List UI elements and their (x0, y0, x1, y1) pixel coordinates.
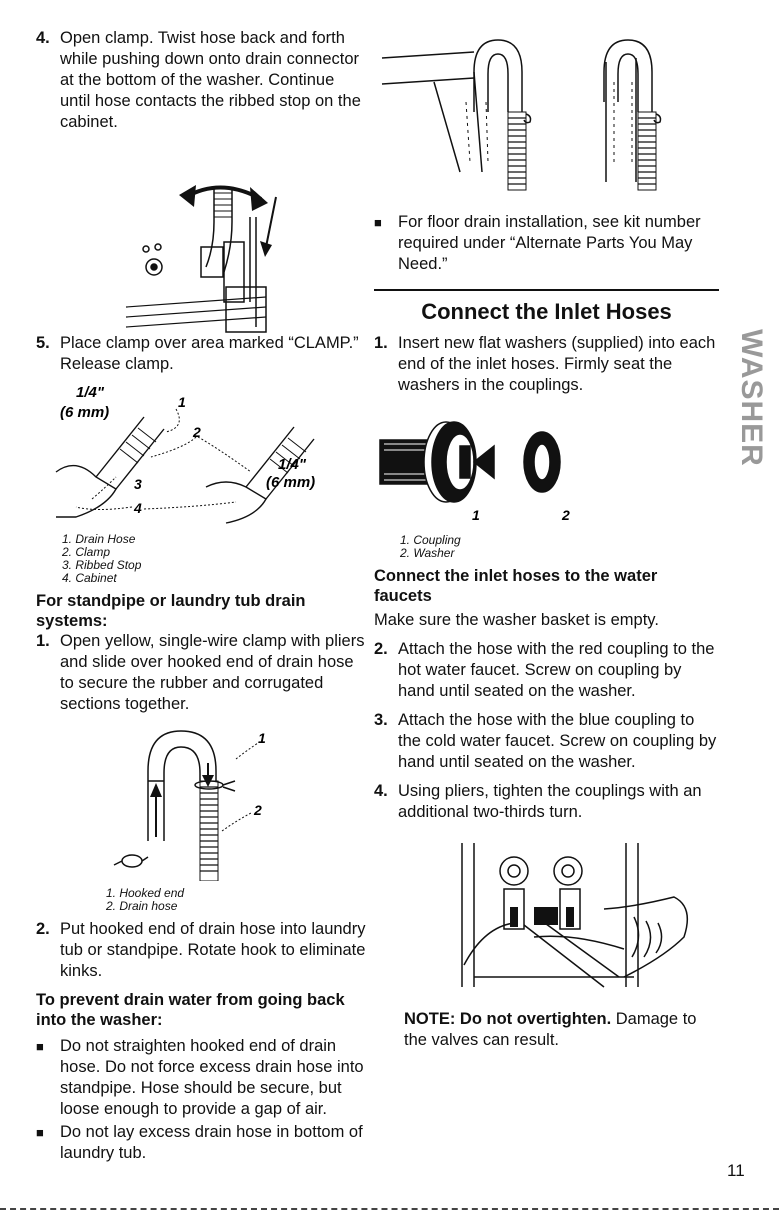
floor-drain-bullet: ■ For floor drain installation, see kit … (374, 212, 719, 275)
legend-item: 4. Cabinet (62, 571, 117, 585)
prevent-backflow-heading: To prevent drain water from going back i… (36, 991, 345, 1029)
callout-2: 2 (253, 802, 262, 818)
page-number: 11 (727, 1161, 745, 1180)
figure-coupling-washer: 1 2 (379, 421, 570, 523)
legend-drain: 1. Drain Hose 2. Clamp 3. Ribbed Stop 4.… (62, 533, 366, 585)
dimension-top-mm: (6 mm) (60, 404, 109, 421)
step-text: Attach the hose with the red coupling to… (398, 640, 715, 700)
page-bottom-border (0, 1208, 779, 1210)
inlet-step-3: 3. Attach the hose with the blue couplin… (374, 710, 719, 773)
legend-item: 2. Washer (400, 546, 455, 560)
step-5-place-clamp: 5. Place clamp over area marked “CLAMP.”… (36, 333, 366, 375)
inlet-step-2: 2. Attach the hose with the red coupling… (374, 639, 719, 702)
step-number: 5. (36, 334, 50, 352)
step-number: 1. (374, 334, 388, 352)
figure-hose-twist (125, 185, 277, 333)
figure-drain-hose-standpipe (381, 39, 662, 191)
section-title: Connect the Inlet Hoses (421, 299, 672, 324)
callout-2: 2 (192, 424, 201, 440)
dimension-right-mm: (6 mm) (266, 474, 315, 491)
bullet-text: Do not lay excess drain hose in bottom o… (60, 1123, 363, 1162)
black-square-icon: ■ (36, 1125, 44, 1140)
note-label: NOTE: Do not overtighten. (404, 1010, 612, 1028)
black-square-icon: ■ (36, 1039, 44, 1054)
step-number: 4. (36, 29, 50, 47)
inlet-step-4: 4. Using pliers, tighten the couplings w… (374, 781, 719, 823)
callout-4: 4 (133, 500, 142, 516)
faucets-heading: Connect the inlet hoses to the water fau… (374, 567, 658, 605)
step-number: 2. (374, 640, 388, 658)
legend-item: 2. Drain hose (106, 899, 178, 913)
callout-2: 2 (561, 507, 570, 523)
standpipe-heading: For standpipe or laundry tub drain syste… (36, 592, 306, 630)
step-text: Attach the hose with the blue coupling t… (398, 711, 717, 771)
step-text: Place clamp over area marked “CLAMP.” Re… (60, 334, 359, 373)
right-column: ■ For floor drain installation, see kit … (374, 22, 719, 1051)
standpipe-step-1: 1. Open yellow, single-wire clamp with p… (36, 631, 366, 715)
dimension-top: 1/4" (76, 384, 105, 401)
legend-item: 3. Ribbed Stop (62, 558, 142, 572)
standpipe-step-2: 2. Put hooked end of drain hose into lau… (36, 919, 366, 982)
legend-item: 1. Drain Hose (62, 532, 136, 546)
legend-item: 1. Hooked end (106, 886, 185, 900)
inlet-step-1: 1. Insert new flat washers (supplied) in… (374, 333, 719, 396)
section-side-tab: WASHER (732, 329, 770, 467)
left-column: 4. Open clamp. Twist hose back and forth… (36, 28, 366, 1164)
callout-1: 1 (178, 394, 186, 410)
section-divider (374, 289, 719, 291)
side-tab-label: WASHER (735, 329, 768, 467)
legend-item: 1. Coupling (400, 533, 461, 547)
figure-hooked-end: 1 2 (113, 730, 266, 881)
step-number: 4. (374, 782, 388, 800)
legend-hooked: 1. Hooked end 2. Drain hose (106, 887, 366, 913)
callout-1: 1 (258, 730, 266, 746)
dimension-right: 1/4" (278, 456, 307, 473)
step-text: Using pliers, tighten the couplings with… (398, 782, 702, 821)
step-number: 2. (36, 920, 50, 938)
figure-clamp-placement: 1/4" (6 mm) 1/4" (6 mm) 1 2 3 4 (55, 384, 315, 524)
step-number: 3. (374, 711, 388, 729)
step-number: 1. (36, 632, 50, 650)
callout-1: 1 (472, 507, 480, 523)
note-overtighten: NOTE: Do not overtighten. Damage to the … (404, 1009, 719, 1051)
step-text: Insert new flat washers (supplied) into … (398, 334, 716, 394)
note-text: Damage to the valves can result. (404, 1010, 697, 1049)
bullet-item: ■ Do not straighten hooked end of drain … (36, 1036, 366, 1120)
empty-basket-text: Make sure the washer basket is empty. (374, 611, 659, 629)
bullet-text: For floor drain installation, see kit nu… (398, 213, 701, 273)
bullet-text: Do not straighten hooked end of drain ho… (60, 1037, 364, 1118)
bullet-item: ■ Do not lay excess drain hose in bottom… (36, 1122, 366, 1164)
step-text: Open yellow, single-wire clamp with plie… (60, 632, 365, 713)
step-text: Open clamp. Twist hose back and forth wh… (60, 29, 361, 131)
figure-pliers-tightening (461, 843, 689, 988)
legend-coupling: 1. Coupling 2. Washer (400, 534, 719, 560)
callout-3: 3 (134, 476, 142, 492)
legend-item: 2. Clamp (62, 545, 111, 559)
black-square-icon: ■ (374, 215, 382, 230)
step-text: Put hooked end of drain hose into laundr… (60, 920, 366, 980)
step-4-attach-drain: 4. Open clamp. Twist hose back and forth… (36, 28, 366, 133)
